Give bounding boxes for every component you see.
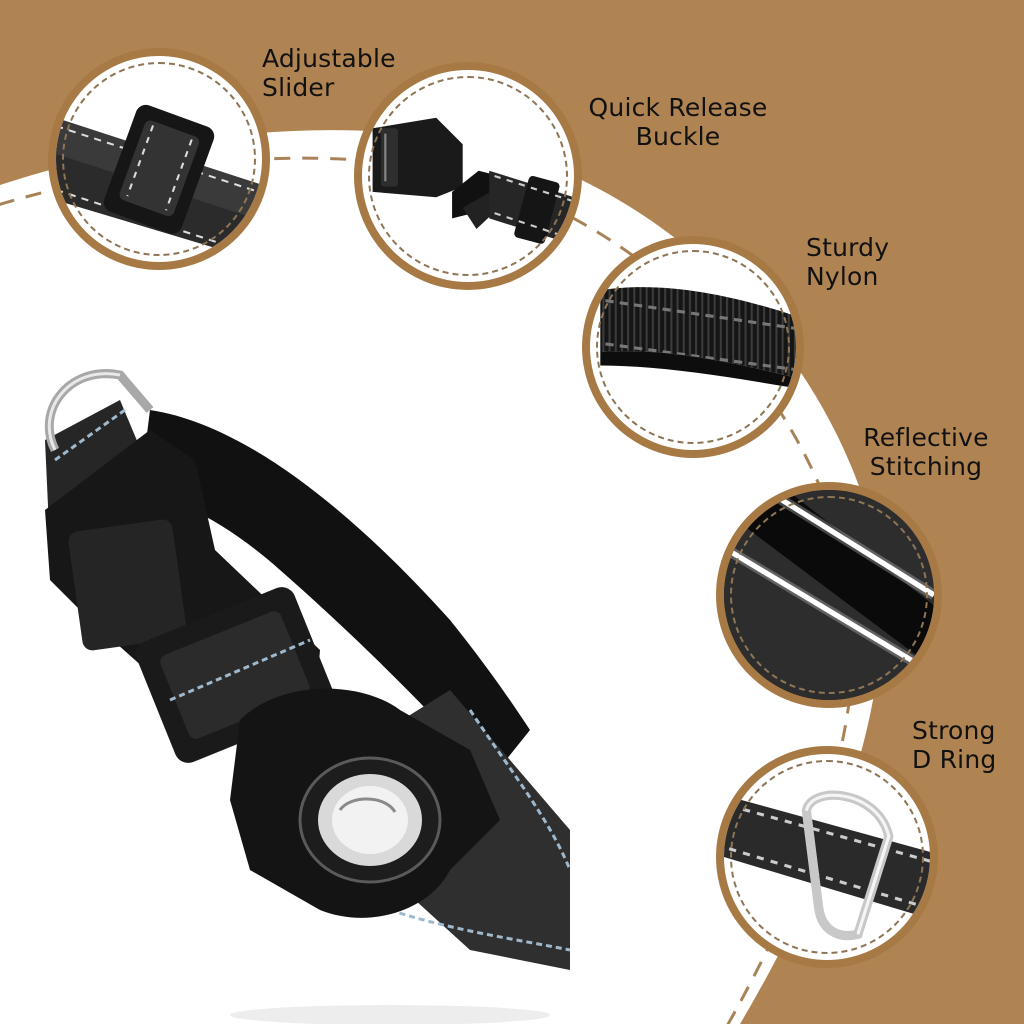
inset-sturdy-nylon xyxy=(582,236,804,458)
label-sturdy-nylon: Sturdy Nylon xyxy=(806,233,890,291)
buckle-icon xyxy=(372,117,574,245)
label-strong-d-ring: Strong D Ring xyxy=(912,716,997,774)
inset-strong-d-ring xyxy=(716,746,938,968)
inset-adjustable-slider xyxy=(48,48,270,270)
inset-quick-release-buckle xyxy=(354,62,582,290)
label-adjustable-slider: Adjustable Slider xyxy=(262,44,396,102)
reflective-stitch-icon xyxy=(724,490,934,700)
dog-collar-product xyxy=(44,369,572,1024)
slider-buckle-icon xyxy=(56,104,262,262)
collar-back-strap xyxy=(140,410,530,780)
label-reflective-stitching: Reflective Stitching xyxy=(863,423,989,481)
nylon-webbing-icon xyxy=(600,287,796,389)
d-ring-icon xyxy=(724,790,930,941)
inset-reflective-stitching xyxy=(716,482,942,708)
label-quick-release-buckle: Quick Release Buckle xyxy=(588,93,768,151)
